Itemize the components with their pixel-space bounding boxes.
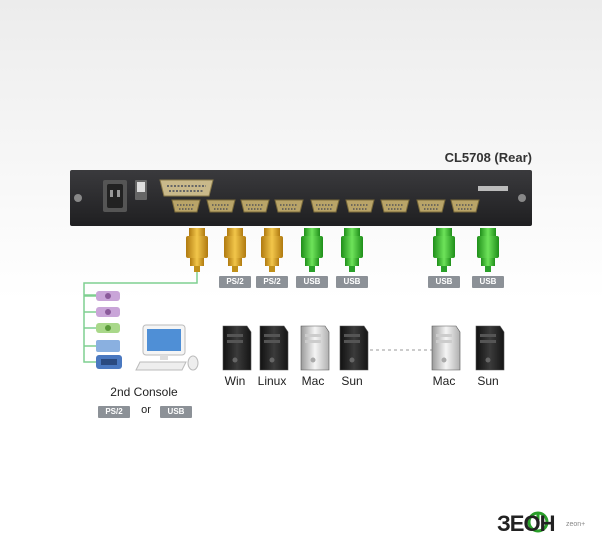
usb-connector-icon: [341, 228, 363, 272]
db15-port-icon: [450, 199, 480, 213]
db25-port-icon: [159, 179, 214, 197]
usb-tag: USB: [336, 276, 368, 288]
connector-row: [186, 228, 499, 272]
power-socket-icon: [103, 180, 127, 212]
mouse-icon: [187, 355, 199, 371]
console-plugs: [84, 291, 122, 369]
monitor-icon: [142, 324, 186, 360]
computer-label: Sun: [341, 374, 363, 388]
watermark-text: ЗЕОН: [497, 511, 555, 536]
port-legend: [478, 186, 508, 191]
silver-tower-icon: [300, 325, 330, 371]
usb-plug-icon: [96, 340, 120, 352]
db15-port-icon: [310, 199, 340, 213]
silver-tower-icon: [431, 325, 461, 371]
db15-port-icon: [171, 199, 201, 213]
ps2-connector-icon: [224, 228, 246, 272]
ps2-connector-icon: [186, 228, 208, 272]
ps2-tag: PS/2: [219, 276, 251, 288]
brand-logo: [527, 511, 549, 533]
usb-tag: USB: [296, 276, 328, 288]
computer-label: Sun: [477, 374, 499, 388]
usb-connector-icon: [301, 228, 323, 272]
db15-port-icon: [380, 199, 410, 213]
watermark-small-text: zeon+: [566, 521, 586, 528]
ps2-plug-icon: [96, 323, 120, 333]
black-tower-icon: [339, 325, 369, 371]
vga-plug-icon: [96, 355, 122, 369]
screw-icon: [518, 194, 526, 202]
power-switch-icon: [135, 180, 147, 200]
screw-icon: [74, 194, 82, 202]
kvm-port-row: [171, 199, 480, 213]
black-tower-icon: [222, 325, 252, 371]
computer-label: Win: [224, 374, 246, 388]
db15-port-icon: [206, 199, 236, 213]
black-tower-icon: [259, 325, 289, 371]
db15-port-icon: [274, 199, 304, 213]
db15-port-icon: [416, 199, 446, 213]
ps2-plug-icon: [96, 307, 120, 317]
computer-label: Linux: [257, 374, 287, 388]
computer-label: Mac: [301, 374, 325, 388]
usb-connector-icon: [433, 228, 455, 272]
usb-tag: USB: [428, 276, 460, 288]
rear-panel: [70, 170, 532, 226]
console-or-text: or: [141, 404, 151, 416]
db15-port-icon: [240, 199, 270, 213]
computer-row: [222, 325, 505, 371]
wiring: [83, 266, 432, 363]
ps2-connector-icon: [261, 228, 283, 272]
second-console: [84, 291, 199, 371]
console-label: 2nd Console: [110, 385, 178, 399]
console-option-usb-tag: USB: [160, 406, 192, 418]
ps2-tag: PS/2: [256, 276, 288, 288]
page-title: CL5708 (Rear): [444, 150, 532, 165]
keyboard-icon: [135, 361, 187, 371]
usb-tag: USB: [472, 276, 504, 288]
usb-connector-icon: [477, 228, 499, 272]
black-tower-icon: [475, 325, 505, 371]
computer-label: Mac: [432, 374, 456, 388]
ps2-plug-icon: [96, 291, 120, 301]
db15-port-icon: [345, 199, 375, 213]
console-option-ps2-tag: PS/2: [98, 406, 130, 418]
